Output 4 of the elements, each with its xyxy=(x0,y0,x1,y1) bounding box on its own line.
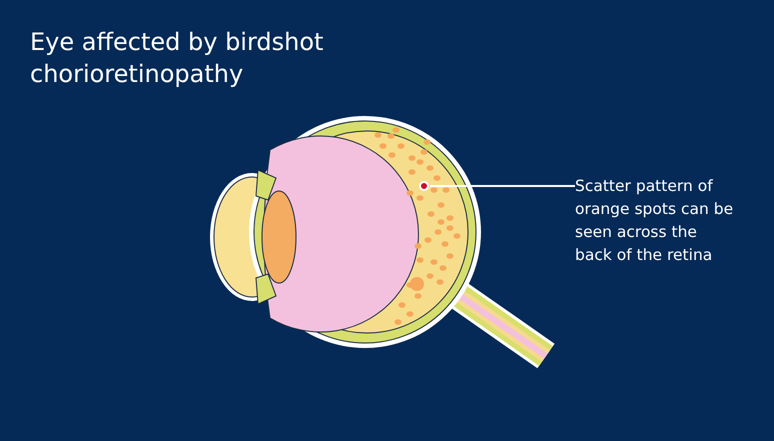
leader-line xyxy=(430,185,575,187)
title: Eye affected by birdshot chorioretinopathy xyxy=(30,27,324,90)
callout-text: Scatter pattern of orange spots can be seen across the back of the retina xyxy=(575,175,735,267)
marker-dot xyxy=(419,181,429,191)
